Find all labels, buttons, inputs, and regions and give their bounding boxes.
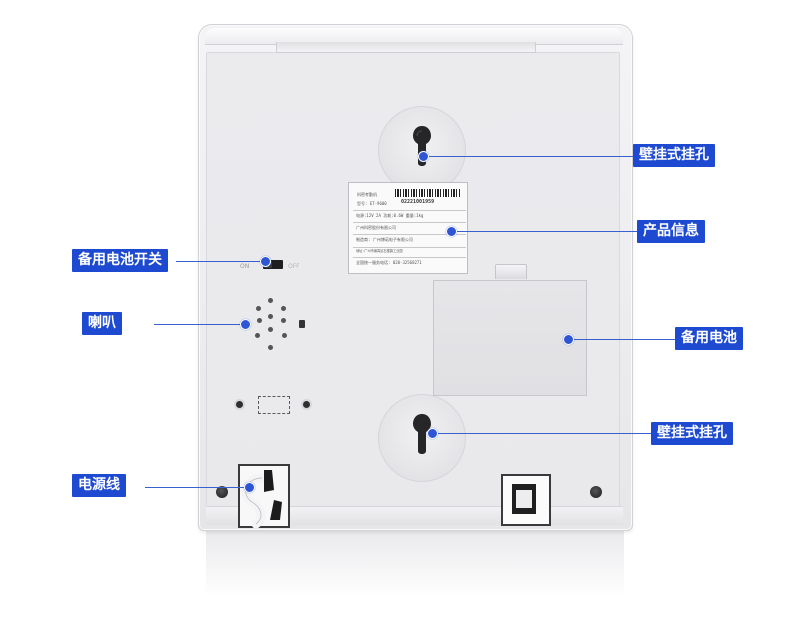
leader-line-wall-hole-top bbox=[423, 156, 633, 157]
foot-right bbox=[590, 486, 602, 498]
sticker-power-spec: 电源:12V 2A 功耗:0.6W 重量:1kg bbox=[353, 210, 466, 221]
battery-switch bbox=[263, 260, 283, 269]
marker-dot-battery-switch bbox=[260, 256, 271, 267]
marker-dot-product-info bbox=[446, 226, 457, 237]
sticker-address: 地址:广州市番禺区石楼镇工业园 bbox=[353, 247, 466, 255]
power-port bbox=[238, 464, 290, 528]
wall-mount-bottom bbox=[378, 394, 466, 482]
leader-line-wall-hole-bottom bbox=[432, 433, 651, 434]
keyhole-icon bbox=[413, 414, 431, 454]
wall-mount-top bbox=[378, 106, 466, 194]
battery-cover-latch bbox=[495, 264, 527, 279]
marker-dot-power-cord bbox=[244, 482, 255, 493]
callout-wall-hole-top: 壁挂式挂孔 bbox=[633, 144, 715, 167]
marker-dot-speaker bbox=[240, 319, 251, 330]
device-reflection bbox=[206, 528, 624, 598]
leader-line-battery bbox=[568, 339, 675, 340]
sticker-company: 广州科密股份有限公司 bbox=[353, 222, 466, 233]
barcode bbox=[395, 189, 461, 197]
screw-hole-right bbox=[303, 401, 310, 408]
marker-dot-battery bbox=[563, 334, 574, 345]
marker-dot-wall-hole-top bbox=[418, 151, 429, 162]
reset-area-outline bbox=[258, 396, 290, 414]
screw-hole-left bbox=[236, 401, 243, 408]
sticker-hotline: 全国统一服务电话: 020-32568271 bbox=[353, 257, 466, 268]
sticker-model: 型号: ET-9600 bbox=[357, 201, 387, 206]
callout-product-info: 产品信息 bbox=[637, 220, 705, 243]
leader-line-battery-switch bbox=[176, 261, 263, 262]
sticker-manufacturer: 制造商: 广州博诺电子有限公司 bbox=[353, 234, 466, 245]
callout-power-cord: 电源线 bbox=[72, 474, 126, 497]
callout-battery-switch: 备用电池开关 bbox=[72, 249, 168, 272]
leader-line-power-cord bbox=[145, 487, 247, 488]
sticker-title: 科密考勤机 bbox=[357, 192, 377, 197]
callout-battery: 备用电池 bbox=[675, 327, 743, 350]
battery-cover bbox=[433, 280, 587, 396]
switch-on-label: ON bbox=[240, 263, 250, 270]
foot-left bbox=[216, 486, 228, 498]
sticker-serial: 02221001959 bbox=[401, 199, 435, 205]
marker-dot-wall-hole-bottom bbox=[427, 428, 438, 439]
callout-wall-hole-bottom: 壁挂式挂孔 bbox=[651, 422, 733, 445]
callout-speaker: 喇叭 bbox=[82, 312, 122, 335]
leader-line-speaker bbox=[154, 324, 243, 325]
keyhole-icon bbox=[413, 126, 431, 166]
phone-jack-inner bbox=[516, 490, 532, 508]
leader-line-product-info bbox=[451, 231, 637, 232]
top-slot bbox=[276, 42, 536, 53]
switch-off-label: OFF bbox=[288, 263, 300, 270]
